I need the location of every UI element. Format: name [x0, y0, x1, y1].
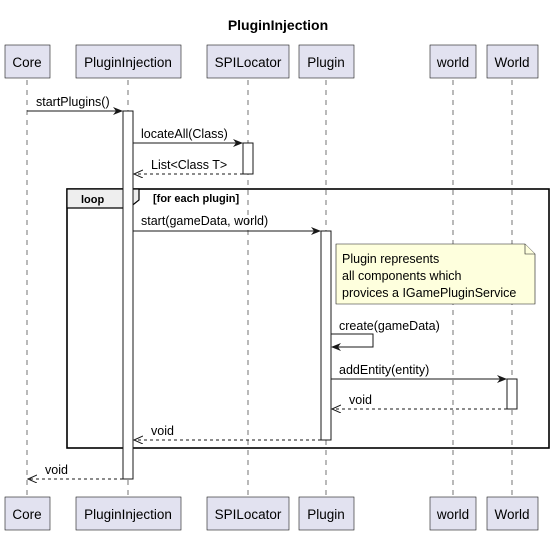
note-line-3: provices a IGamePluginService — [342, 286, 516, 300]
participant-world-lower-top: world — [429, 44, 477, 79]
message-label-locateall: locateAll(Class) — [141, 127, 228, 141]
activation-plugin — [320, 230, 332, 441]
participant-label: SPILocator — [215, 507, 282, 522]
loop-frame — [66, 188, 550, 449]
participant-plugininjection-top: PluginInjection — [75, 44, 182, 79]
note-line-1: Plugin represents — [342, 252, 439, 266]
return-label-void-core: void — [45, 463, 68, 477]
activation-plugininjection — [122, 110, 134, 480]
participant-label: Plugin — [307, 507, 345, 522]
participant-label: world — [436, 507, 469, 522]
note-line-2: all components which — [342, 269, 462, 283]
loop-keyword: loop — [81, 194, 104, 206]
participant-spilocator-top: SPILocator — [206, 44, 290, 79]
loop-guard: [for each plugin] — [153, 193, 240, 205]
participant-world-lower-bottom: world — [429, 496, 477, 531]
participant-plugininjection-bottom: PluginInjection — [75, 496, 182, 531]
participant-plugin-bottom: Plugin — [298, 496, 355, 531]
note-fold — [524, 244, 535, 255]
participant-label: Core — [12, 507, 41, 522]
message-label-addentity: addEntity(entity) — [339, 363, 429, 377]
return-label-void-world: void — [349, 393, 372, 407]
return-label-void-plugin: void — [151, 424, 174, 438]
activation-world — [506, 378, 518, 410]
return-label-list: List<Class T> — [151, 158, 227, 172]
participant-label: Plugin — [307, 55, 345, 70]
participant-core-bottom: Core — [4, 496, 51, 531]
diagram-title: PluginInjection — [228, 17, 328, 33]
participant-label: PluginInjection — [84, 507, 172, 522]
participant-label: PluginInjection — [84, 55, 172, 70]
participant-core-top: Core — [4, 44, 51, 79]
participant-label: World — [494, 55, 529, 70]
participant-label: SPILocator — [215, 55, 282, 70]
participant-label: world — [436, 55, 469, 70]
message-label-create: create(gameData) — [339, 319, 440, 333]
participant-label: Core — [12, 55, 41, 70]
participant-spilocator-bottom: SPILocator — [206, 496, 290, 531]
activation-spilocator — [242, 142, 254, 175]
participant-world-upper-top: World — [486, 44, 539, 79]
participant-label: World — [494, 507, 529, 522]
participant-plugin-top: Plugin — [298, 44, 355, 79]
participant-world-upper-bottom: World — [486, 496, 539, 531]
note-box — [335, 243, 536, 305]
message-label-start: start(gameData, world) — [141, 214, 268, 228]
message-arrow-create — [331, 333, 374, 351]
message-label-startplugins: startPlugins() — [36, 95, 110, 109]
